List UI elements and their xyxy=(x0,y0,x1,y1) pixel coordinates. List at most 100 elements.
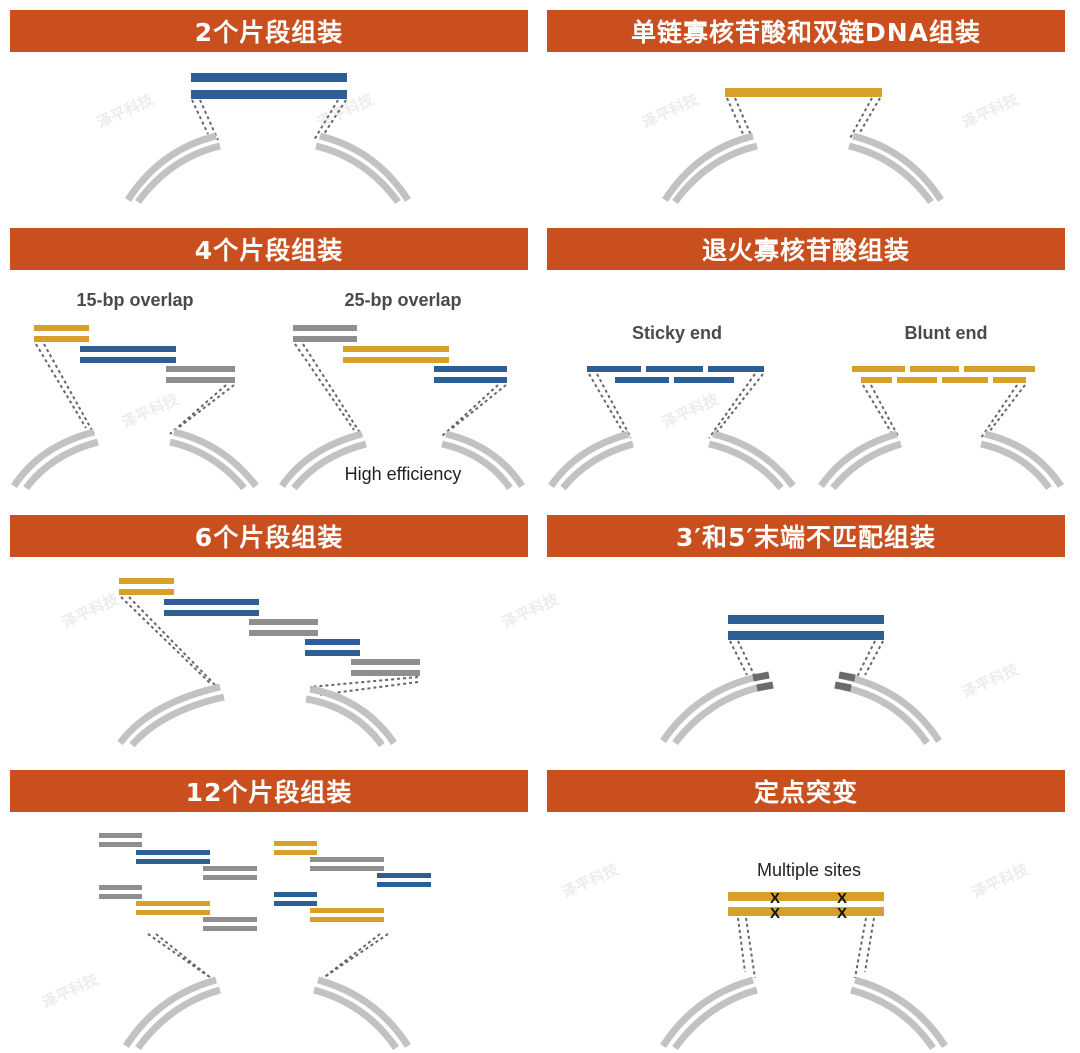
vector-arc-left xyxy=(818,430,898,489)
overlap-line-right xyxy=(848,97,873,141)
overlap-label-25bp: 25-bp overlap xyxy=(344,290,461,310)
panel-2-fragment-assembly: 2个片段组装 xyxy=(10,10,528,210)
fragment-gray xyxy=(166,377,235,383)
overlap-line xyxy=(870,384,900,439)
fragment-gray xyxy=(310,866,384,871)
overlap-line xyxy=(441,384,499,437)
panel-annealed-oligo-assembly: 退火寡核苷酸组装 Sticky end Blunt end xyxy=(547,228,1065,491)
fragment-gray xyxy=(203,926,257,931)
vector-arc-right xyxy=(854,976,948,1048)
overlap-line xyxy=(980,384,1018,439)
fragment-gold xyxy=(136,901,210,906)
fragment-blue xyxy=(305,639,360,645)
panel-6-fragment-assembly: 6个片段组装 xyxy=(10,515,528,748)
vector-arc-right xyxy=(313,986,399,1050)
oligo-blue xyxy=(674,377,734,383)
vector-arc-right xyxy=(309,685,397,745)
oligo-gold xyxy=(993,377,1026,383)
oligo-gold xyxy=(852,366,905,372)
fragment-gold xyxy=(136,910,210,915)
vector-arc-left xyxy=(117,683,221,746)
fragment-blue xyxy=(377,873,431,878)
vector-arc-left xyxy=(123,976,217,1048)
fragment-blue xyxy=(164,599,259,605)
fragment-gold xyxy=(343,357,449,363)
overlap-line-left xyxy=(737,917,746,973)
panel-4-fragment-assembly: 4个片段组装 15-bp overlap 25-bp overlap xyxy=(10,228,528,491)
overlap-line xyxy=(596,373,632,439)
fragment-gold xyxy=(34,325,89,331)
overlap-line xyxy=(35,343,87,429)
fragment-gold xyxy=(274,841,317,846)
diagram-6-fragment xyxy=(117,578,420,748)
fragment-gray xyxy=(99,894,142,899)
fragment-strand-top xyxy=(728,615,884,624)
overlap-line-right xyxy=(858,97,881,135)
fragment-gold xyxy=(119,578,174,584)
overlap-line xyxy=(120,596,211,684)
oligo-blue xyxy=(615,377,669,383)
oligo-blue xyxy=(708,366,764,372)
fragment-strand-bottom xyxy=(191,90,347,99)
fragment-strand-top xyxy=(728,892,884,901)
vector-arc-right xyxy=(846,673,942,743)
oligo-blue xyxy=(646,366,703,372)
fragment-gold xyxy=(310,917,384,922)
vector-arc-right xyxy=(173,428,259,489)
panel-title: 12个片段组装 xyxy=(10,770,528,812)
vector-arc-left xyxy=(291,440,367,491)
oligo-gold xyxy=(964,366,1035,372)
overlap-line-right xyxy=(864,917,875,973)
vector-arc-right xyxy=(169,438,247,491)
fragment-blue xyxy=(80,357,176,363)
fragment-blue xyxy=(136,859,210,864)
mutation-mark: X xyxy=(770,905,780,922)
diagram-annealed-oligo: Sticky end Blunt end xyxy=(548,323,1064,491)
vector-arc-right xyxy=(305,695,385,748)
fragment-strand-bottom xyxy=(728,907,884,916)
diagram-12-fragment xyxy=(99,833,431,1051)
fragment-blue xyxy=(274,901,317,906)
fragment-gray xyxy=(203,875,257,880)
vector-arc-left xyxy=(672,986,758,1051)
vector-arc-right xyxy=(842,683,930,745)
panel-title: 3′和5′末端不匹配组装 xyxy=(547,515,1065,557)
panel-site-directed-mutagenesis: 定点突变 Multiple sites X X X X xyxy=(547,770,1065,1051)
fragment-blue xyxy=(80,346,176,352)
diagram-ssoligo xyxy=(662,88,944,205)
vector-arc-left xyxy=(125,132,217,202)
sticky-end-label: Sticky end xyxy=(632,323,722,343)
mismatch-end-left xyxy=(752,671,770,682)
overlap-line-right xyxy=(323,99,347,135)
fragment-blue xyxy=(305,650,360,656)
fragment-gray xyxy=(99,842,142,847)
vector-arc-left xyxy=(662,132,754,202)
panel-ssoligo-dsdna-assembly: 单链寡核苷酸和双链DNA组装 xyxy=(547,10,1065,210)
overlap-line xyxy=(128,596,221,691)
multiple-sites-label: Multiple sites xyxy=(757,860,861,880)
mutation-mark: X xyxy=(837,890,847,907)
overlap-line-right xyxy=(313,99,339,141)
fragment-gray xyxy=(351,670,420,676)
vector-arc-left xyxy=(660,673,758,743)
fragment-gray xyxy=(293,336,357,342)
fragment-gold xyxy=(343,346,449,352)
overlap-line xyxy=(317,933,381,983)
overlap-line-right xyxy=(864,640,884,676)
fragment-blue xyxy=(377,882,431,887)
vector-arc-right xyxy=(712,430,796,489)
fragment-gray xyxy=(310,857,384,862)
oligo-blue xyxy=(587,366,641,372)
fragment-blue xyxy=(164,610,259,616)
oligo-gold xyxy=(942,377,988,383)
overlap-line xyxy=(43,343,95,435)
overlap-line xyxy=(177,384,235,429)
fragment-blue xyxy=(434,377,507,383)
overlap-line-left xyxy=(734,97,754,141)
fragment-gray xyxy=(293,325,357,331)
vector-arc-right xyxy=(850,986,936,1050)
overlap-line xyxy=(708,373,756,439)
fragment-blue xyxy=(136,850,210,855)
panel-mismatch-end-assembly: 3′和5′末端不匹配组装 xyxy=(547,515,1065,746)
mutation-mark: X xyxy=(770,890,780,907)
